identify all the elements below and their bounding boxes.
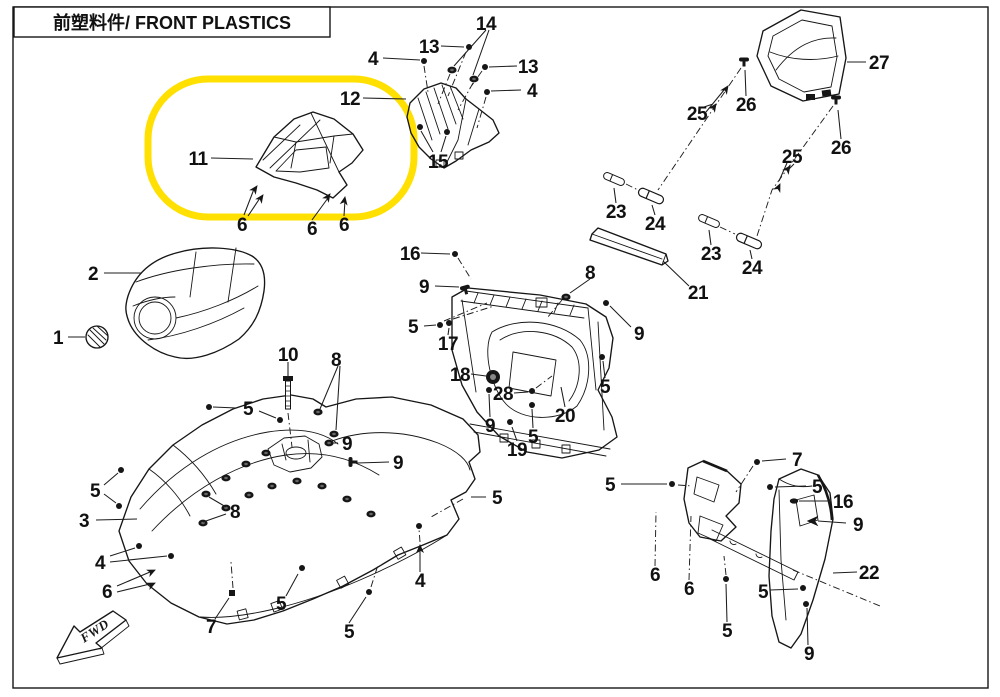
callout-4: 4 (95, 553, 106, 574)
part-3-front-fender (118, 375, 481, 625)
callout-5: 5 (722, 621, 733, 642)
highlight-oval (144, 75, 418, 221)
callout-22: 22 (859, 563, 879, 584)
callout-24: 24 (742, 258, 763, 279)
callout-16: 16 (833, 492, 853, 513)
callout-7: 7 (206, 617, 216, 638)
callout-6: 6 (650, 565, 660, 586)
callout-9: 9 (342, 434, 352, 455)
callout-13: 13 (419, 37, 439, 58)
callout-6: 6 (307, 219, 317, 240)
callout-24: 24 (645, 214, 666, 235)
callout-25: 25 (687, 104, 708, 125)
part-27-windshield-panel (756, 9, 847, 102)
callout-12: 12 (340, 89, 360, 110)
callout-18: 18 (450, 365, 470, 386)
callout-23: 23 (606, 202, 626, 223)
callout-19: 19 (507, 440, 527, 461)
callout-5: 5 (492, 488, 503, 509)
callout-5: 5 (90, 481, 101, 502)
callout-9: 9 (485, 416, 495, 437)
callout-4: 4 (368, 49, 379, 70)
part-22-side-panel-assembly (683, 459, 881, 649)
callout-5: 5 (408, 317, 419, 338)
callout-28: 28 (493, 384, 513, 405)
callout-2: 2 (88, 264, 98, 285)
callout-9: 9 (393, 453, 403, 474)
part-11-hood-cover (255, 111, 364, 199)
callout-5: 5 (605, 475, 616, 496)
callout-6: 6 (102, 582, 112, 603)
part-2-hood (125, 247, 266, 360)
fastener-chain-right (697, 95, 841, 251)
callout-14: 14 (476, 14, 497, 35)
callout-9: 9 (804, 644, 814, 665)
callout-17: 17 (438, 334, 458, 355)
part-1-cap (85, 325, 109, 349)
callout-23: 23 (701, 244, 721, 265)
callout-5: 5 (243, 399, 254, 420)
callout-3: 3 (79, 511, 89, 532)
callout-15: 15 (428, 152, 449, 173)
callout-20: 20 (555, 406, 575, 427)
callout-25: 25 (782, 147, 803, 168)
page-border (12, 6, 989, 689)
callout-5: 5 (758, 582, 769, 603)
title-box: 前塑料件/ FRONT PLASTICS (13, 6, 331, 38)
page-title: 前塑料件/ FRONT PLASTICS (53, 12, 291, 33)
callout-5: 5 (600, 377, 611, 398)
callout-5: 5 (812, 477, 823, 498)
callout-4: 4 (415, 571, 426, 592)
callout-9: 9 (419, 277, 429, 298)
callout-8: 8 (585, 263, 595, 284)
callout-5: 5 (276, 594, 287, 615)
callout-9: 9 (853, 515, 863, 536)
callout-26: 26 (736, 95, 756, 116)
callout-9: 9 (634, 324, 644, 345)
callout-5: 5 (528, 427, 539, 448)
leader-lines (68, 29, 866, 646)
callout-6: 6 (339, 215, 349, 236)
callout-7: 7 (792, 450, 802, 471)
callout-27: 27 (869, 53, 889, 74)
callout-26: 26 (831, 138, 851, 159)
fastener-chain-left (602, 57, 749, 206)
fwd-arrow: FWD (56, 610, 130, 665)
part-bracket-12-15 (406, 82, 500, 169)
callout-1: 1 (53, 328, 64, 349)
callout-11: 11 (188, 149, 208, 170)
callout-10: 10 (278, 345, 298, 366)
callout-13: 13 (518, 57, 538, 78)
part-21-trim-strip (589, 227, 669, 266)
callout-8: 8 (331, 350, 341, 371)
callout-6: 6 (684, 579, 694, 600)
callout-16: 16 (400, 244, 420, 265)
callout-4: 4 (527, 81, 538, 102)
callout-6: 6 (237, 215, 247, 236)
callout-21: 21 (688, 283, 709, 304)
callout-5: 5 (344, 622, 355, 643)
part-20-grille-assembly (451, 287, 618, 459)
callout-8: 8 (230, 502, 240, 523)
